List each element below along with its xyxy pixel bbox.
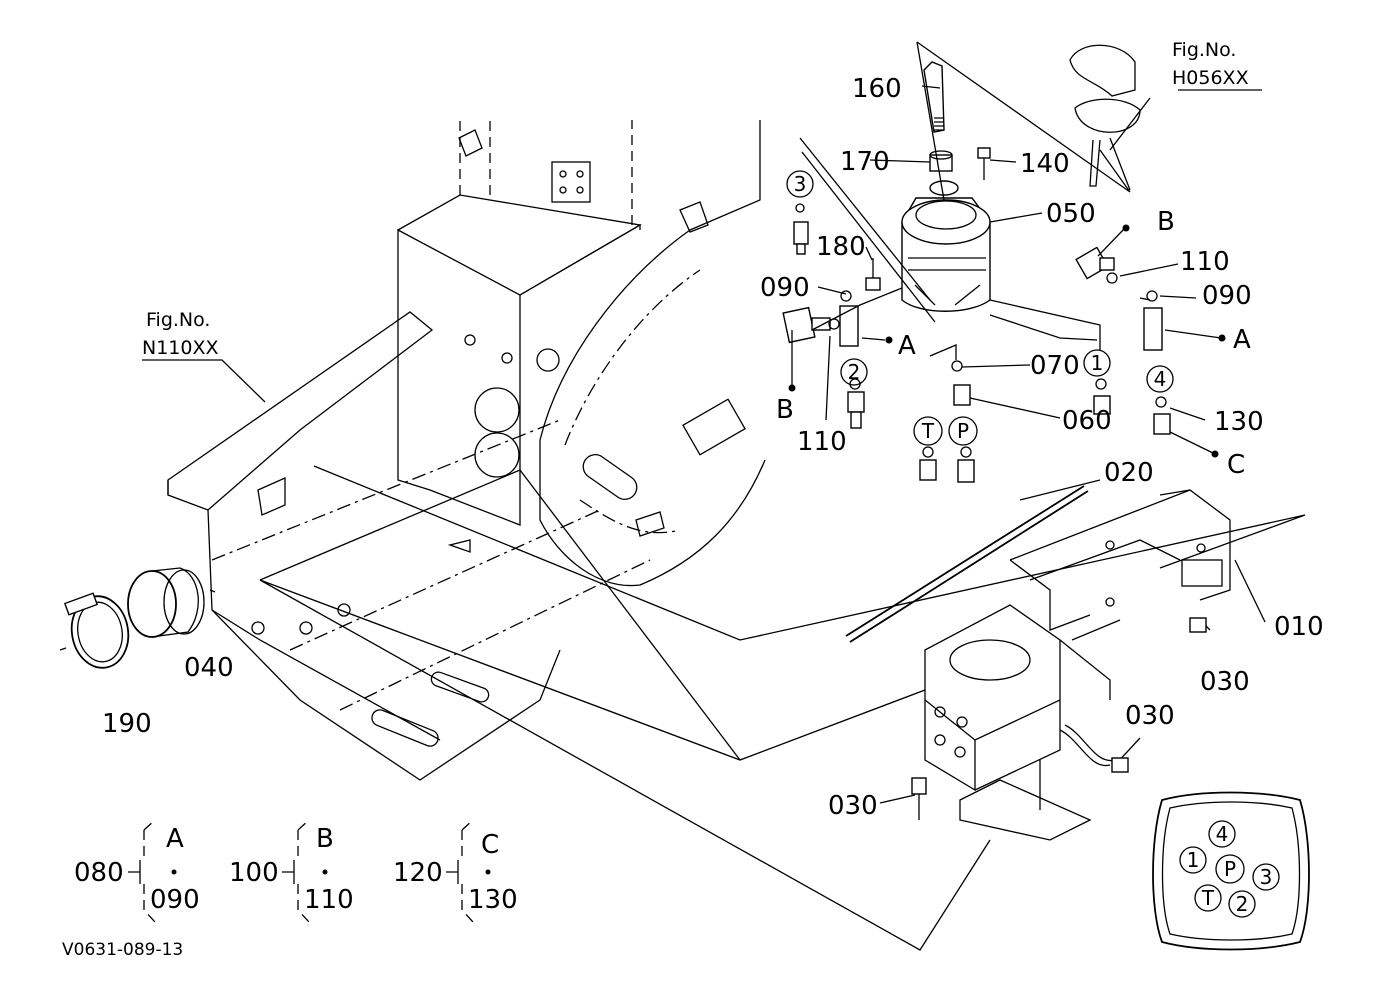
label-090-left: 090 (760, 273, 810, 303)
fig-ref-n110xx-line2: N110XX (142, 337, 219, 359)
kit-group-a: 080 A 090 (74, 819, 200, 923)
key-port-p: P (1224, 857, 1236, 881)
kit-letter-c: C (481, 830, 499, 860)
fittings-right (951, 246, 1171, 435)
kit-child-110: 110 (304, 885, 354, 915)
boundary-lines (259, 137, 1306, 951)
key-port-2: 2 (1236, 892, 1249, 916)
label-010: 010 (1274, 612, 1324, 642)
fig-ref-h056xx-line2: H056XX (1172, 67, 1249, 89)
label-130: 130 (1214, 407, 1264, 437)
label-020: 020 (1104, 458, 1154, 488)
rod-020 (845, 485, 1089, 643)
label-030-c: 030 (828, 791, 878, 821)
label-a-right: A (1233, 325, 1251, 355)
thumbnail-h056xx (1069, 44, 1141, 191)
label-050: 050 (1046, 199, 1096, 229)
circle-1: 1 (1091, 351, 1104, 375)
fig-ref-n110xx-leader (142, 359, 266, 403)
label-a-left: A (898, 331, 916, 361)
label-030-b: 030 (1125, 701, 1175, 731)
label-c: C (1227, 450, 1245, 480)
kit-letter-b: B (316, 824, 334, 854)
valve-mount (924, 604, 1116, 841)
frame-body (167, 120, 766, 781)
leader-lines (791, 41, 1266, 804)
hose-clamp-190 (63, 592, 130, 669)
kit-parent-120: 120 (393, 858, 443, 888)
circle-2: 2 (848, 360, 861, 384)
label-160: 160 (852, 74, 902, 104)
label-b-left: B (776, 395, 794, 425)
label-110-left: 110 (797, 427, 847, 457)
fig-refs: Fig.No. H056XX Fig.No. N110XX (142, 39, 1249, 359)
label-190: 190 (102, 709, 152, 739)
label-b-right: B (1157, 207, 1175, 237)
label-090-right: 090 (1202, 281, 1252, 311)
circle-t: T (921, 419, 935, 443)
label-060: 060 (1062, 406, 1112, 436)
elbow-pipe-040 (127, 567, 205, 638)
key-port-4: 4 (1216, 822, 1229, 846)
kit-group-c: 120 C 130 (393, 819, 518, 923)
screw-180 (865, 258, 881, 291)
label-040: 040 (184, 653, 234, 683)
drawing-code: V0631-089-13 (62, 940, 183, 960)
fittings-left (782, 203, 975, 483)
kit-parent-100: 100 (229, 858, 279, 888)
circle-p: P (957, 419, 969, 443)
control-lever-160 (923, 61, 945, 133)
port-circles: 3 2 1 4 T P (786, 170, 1174, 446)
key-port-3: 3 (1260, 865, 1273, 889)
label-070: 070 (1030, 351, 1080, 381)
label-030-a: 030 (1200, 667, 1250, 697)
label-140: 140 (1020, 149, 1070, 179)
kit-child-090: 090 (150, 885, 200, 915)
fig-ref-n110xx-line1: Fig.No. (146, 309, 210, 331)
label-180: 180 (816, 232, 866, 262)
port-key: 4 1 P 3 T 2 (1152, 791, 1310, 951)
bracket-010 (1009, 489, 1231, 641)
kit-parent-080: 080 (74, 858, 124, 888)
circle-3: 3 (794, 172, 807, 196)
reference-dots (788, 224, 1226, 458)
label-170: 170 (840, 147, 890, 177)
kit-group-b: 100 B 110 (229, 819, 354, 923)
kit-letter-a: A (166, 824, 184, 854)
label-110-right: 110 (1180, 247, 1230, 277)
key-port-t: T (1201, 886, 1215, 910)
part-labels: 160 170 140 050 180 090 B 110 090 A 110 … (102, 74, 1324, 821)
nut-170 (929, 150, 953, 172)
key-port-1: 1 (1187, 848, 1200, 872)
pilot-valve-050 (901, 180, 991, 406)
circle-4: 4 (1154, 367, 1167, 391)
fig-ref-h056xx-line1: Fig.No. (1172, 39, 1236, 61)
bolts-030 (911, 617, 1207, 820)
bolt-140 (977, 147, 991, 180)
kit-child-130: 130 (468, 885, 518, 915)
